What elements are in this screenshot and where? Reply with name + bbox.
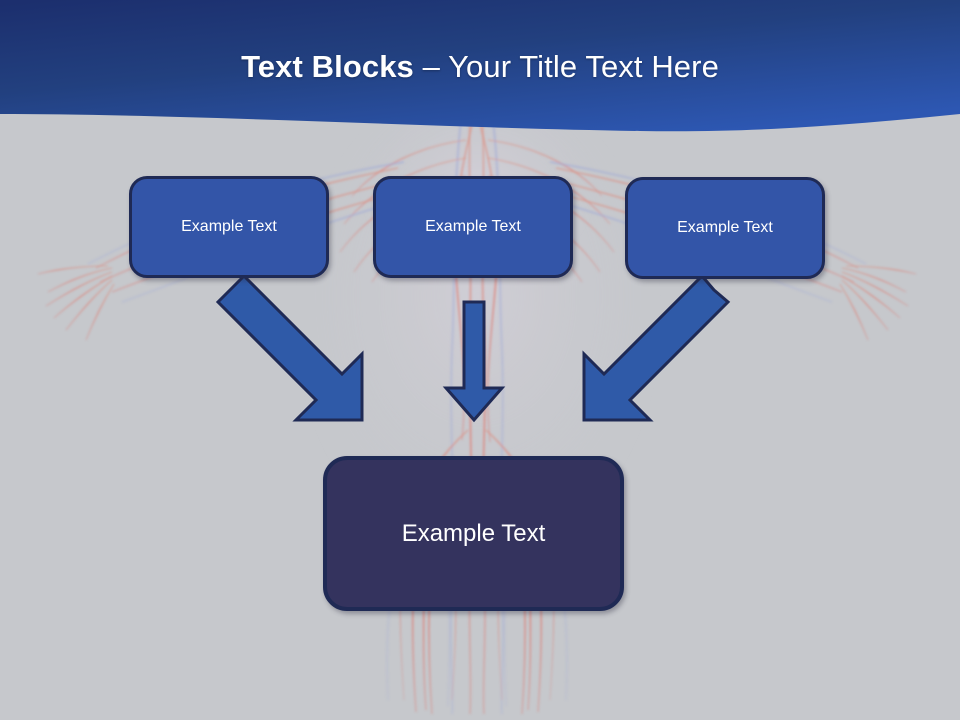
left-arrow-icon [215, 273, 364, 422]
right-arrow-icon [582, 273, 731, 422]
text-block-center[interactable]: Example Text [373, 176, 573, 278]
center-arrow-icon [442, 300, 506, 423]
page-title: Text Blocks – Your Title Text Here [0, 48, 960, 86]
text-block-result-label: Example Text [401, 519, 546, 547]
page-title-separator: – [413, 49, 449, 84]
text-block-result[interactable]: Example Text [323, 456, 624, 611]
text-block-right-label: Example Text [677, 219, 773, 236]
text-block-left-label: Example Text [181, 218, 277, 235]
text-block-left[interactable]: Example Text [129, 176, 329, 278]
text-block-right[interactable]: Example Text [625, 177, 825, 279]
page-title-strong: Text Blocks [241, 49, 414, 84]
page-title-light: Your Title Text Here [448, 49, 719, 84]
text-block-center-label: Example Text [425, 218, 521, 235]
